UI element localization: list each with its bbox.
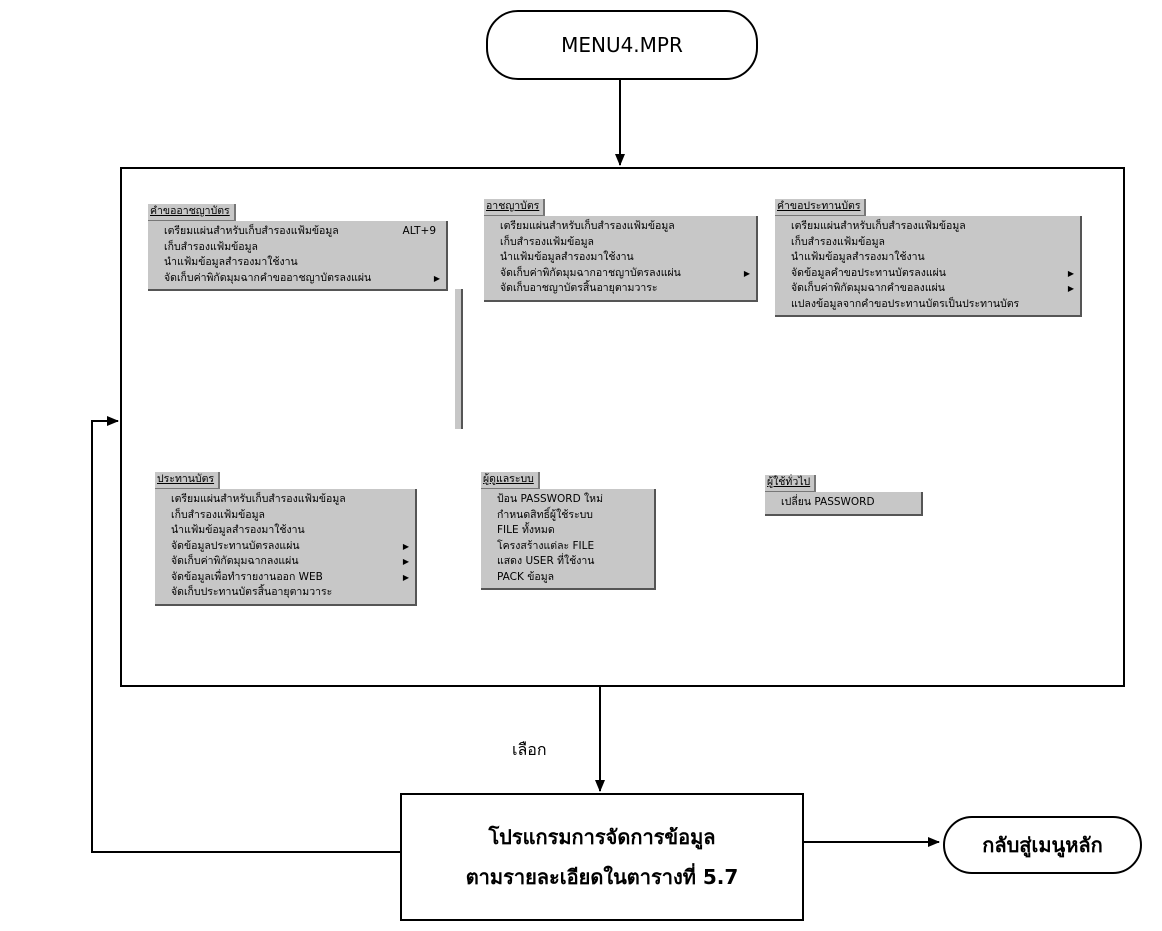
submenu-arrow-icon: ▶ (1067, 284, 1074, 293)
menu-item[interactable]: เก็บสำรองแฟ้มข้อมูล (155, 508, 415, 524)
menu-item-label: เตรียมแผ่นสำหรับเก็บสำรองแฟ้มข้อมูล (500, 220, 675, 232)
menu-item[interactable]: เก็บสำรองแฟ้มข้อมูล (148, 240, 446, 256)
menu-item-label: จัดเก็บประทานบัตรสิ้นอายุตามวาระ (171, 586, 333, 598)
menu-title[interactable]: อาชญาบัตร (484, 199, 546, 216)
menu-item-label: นำแฟ้มข้อมูลสำรองมาใช้งาน (791, 251, 925, 263)
menu-item[interactable]: จัดเก็บค่าพิกัดมุมฉากลงแผ่น ▶ (155, 554, 415, 570)
menu-system-admin: ผู้ดูแลระบบ ป้อน PASSWORD ใหม่ กำหนดสิทธ… (481, 472, 656, 590)
menu-item-label: จัดเก็บค่าพิกัดมุมฉากอาชญาบัตรลงแผ่น (500, 266, 681, 279)
menu-item-label: จัดเก็บอาชญาบัตรสิ้นอายุตามวาระ (500, 282, 658, 294)
menu-item[interactable]: PACK ข้อมูล (481, 570, 654, 586)
menu-mining-permit: อาชญาบัตร เตรียมแผ่นสำหรับเก็บสำรองแฟ้มข… (484, 199, 758, 302)
process-box: โปรแกรมการจัดการข้อมูล ตามรายละเอียดในตา… (400, 793, 804, 921)
choose-label: เลือก (512, 740, 547, 759)
menu-item-label: เตรียมแผ่นสำหรับเก็บสำรองแฟ้มข้อมูล (791, 220, 966, 232)
menu-item[interactable]: เตรียมแผ่นสำหรับเก็บสำรองแฟ้มข้อมูล (775, 219, 1080, 235)
menu-panel: ป้อน PASSWORD ใหม่ กำหนดสิทธิ์ผู้ใช้ระบบ… (481, 489, 656, 590)
menu-general-user: ผู้ใช้ทั่วไป เปลี่ยน PASSWORD (765, 475, 923, 516)
process-line-2: ตามรายละเอียดในตารางที่ 5.7 (465, 865, 739, 889)
menu-item[interactable]: จัดเก็บอาชญาบัตรสิ้นอายุตามวาระ (484, 281, 756, 297)
submenu-arrow-icon: ▶ (402, 557, 409, 566)
menu-panel: เตรียมแผ่นสำหรับเก็บสำรองแฟ้มข้อมูล ALT+… (148, 221, 448, 291)
menu-item[interactable]: เตรียมแผ่นสำหรับเก็บสำรองแฟ้มข้อมูล (484, 219, 756, 235)
menu-item[interactable]: FILE ทั้งหมด (481, 523, 654, 539)
menu-item[interactable]: เก็บสำรองแฟ้มข้อมูล (484, 235, 756, 251)
menu-item-label: เปลี่ยน PASSWORD (781, 496, 875, 508)
start-terminator: MENU4.MPR (486, 10, 758, 80)
menu-panel: เตรียมแผ่นสำหรับเก็บสำรองแฟ้มข้อมูล เก็บ… (775, 216, 1082, 317)
menu-item-shortcut: ALT+9 (402, 225, 436, 237)
submenu-arrow-icon: ▶ (743, 268, 750, 278)
menu-item[interactable]: จัดเก็บค่าพิกัดมุมฉากอาชญาบัตรลงแผ่น ▶ (484, 266, 756, 282)
menu-mining-permit-request: คำขออาชญาบัตร เตรียมแผ่นสำหรับเก็บสำรองแ… (148, 204, 448, 291)
menu-item[interactable]: นำแฟ้มข้อมูลสำรองมาใช้งาน (484, 250, 756, 266)
menu-item-label: จัดเก็บค่าพิกัดมุมฉากคำขออาชญาบัตรลงแผ่น (164, 271, 372, 284)
submenu-arrow-icon: ▶ (402, 541, 409, 551)
menu-item-label: จัดข้อมูลประทานบัตรลงแผ่น (171, 539, 300, 552)
menu-item-label: เก็บสำรองแฟ้มข้อมูล (500, 235, 594, 248)
menu-item-label: เตรียมแผ่นสำหรับเก็บสำรองแฟ้มข้อมูล (164, 225, 339, 237)
menu-item[interactable]: โครงสร้างแต่ละ FILE (481, 539, 654, 555)
menu-item-label: ป้อน PASSWORD ใหม่ (497, 493, 603, 505)
menu-item[interactable]: นำแฟ้มข้อมูลสำรองมาใช้งาน (775, 250, 1080, 266)
menu-scrollbar[interactable] (455, 289, 463, 429)
menu-item[interactable]: จัดข้อมูลประทานบัตรลงแผ่น ▶ (155, 539, 415, 555)
menu-item[interactable]: จัดเก็บค่าพิกัดมุมฉากคำขออาชญาบัตรลงแผ่น… (148, 271, 446, 287)
menu-panel: เปลี่ยน PASSWORD (765, 492, 923, 516)
menu-item[interactable]: แปลงข้อมูลจากคำขอประทานบัตรเป็นประทานบัต… (775, 297, 1080, 313)
menu-concession: ประทานบัตร เตรียมแผ่นสำหรับเก็บสำรองแฟ้ม… (155, 472, 417, 606)
menu-item-label: PACK ข้อมูล (497, 570, 555, 583)
menu-item[interactable]: กำหนดสิทธิ์ผู้ใช้ระบบ (481, 508, 654, 524)
menu-screen-frame: คำขออาชญาบัตร เตรียมแผ่นสำหรับเก็บสำรองแ… (120, 167, 1125, 687)
menu-item-label: นำแฟ้มข้อมูลสำรองมาใช้งาน (171, 524, 305, 536)
menu-item-label: จัดข้อมูลคำขอประทานบัตรลงแผ่น (791, 266, 946, 279)
menu-item-label: จัดข้อมูลเพื่อทำรายงานออก WEB (171, 570, 323, 583)
menu-item[interactable]: เก็บสำรองแฟ้มข้อมูล (775, 235, 1080, 251)
menu-title[interactable]: ประทานบัตร (155, 472, 221, 489)
menu-item[interactable]: แสดง USER ที่ใช้งาน (481, 554, 654, 570)
submenu-arrow-icon: ▶ (1067, 268, 1074, 278)
submenu-arrow-icon: ▶ (402, 572, 409, 582)
menu-concession-request: คำขอประทานบัตร เตรียมแผ่นสำหรับเก็บสำรอง… (775, 199, 1082, 317)
menu-title[interactable]: ผู้ดูแลระบบ (481, 472, 540, 489)
start-terminator-label: MENU4.MPR (561, 33, 683, 57)
end-terminator: กลับสู่เมนูหลัก (943, 816, 1142, 874)
arrow-loop-back (91, 416, 400, 853)
process-line-1: โปรแกรมการจัดการข้อมูล (488, 825, 716, 849)
menu-item[interactable]: เตรียมแผ่นสำหรับเก็บสำรองแฟ้มข้อมูล ALT+… (148, 224, 446, 240)
menu-title[interactable]: คำขอประทานบัตร (775, 199, 867, 216)
menu-item-label: เตรียมแผ่นสำหรับเก็บสำรองแฟ้มข้อมูล (171, 493, 346, 505)
menu-item-label: กำหนดสิทธิ์ผู้ใช้ระบบ (497, 508, 593, 521)
menu-item[interactable]: นำแฟ้มข้อมูลสำรองมาใช้งาน (148, 255, 446, 271)
menu-title[interactable]: ผู้ใช้ทั่วไป (765, 475, 817, 492)
menu-title[interactable]: คำขออาชญาบัตร (148, 204, 236, 221)
menu-item-label: นำแฟ้มข้อมูลสำรองมาใช้งาน (500, 251, 634, 263)
menu-item[interactable]: ป้อน PASSWORD ใหม่ (481, 492, 654, 508)
menu-item[interactable]: จัดข้อมูลเพื่อทำรายงานออก WEB ▶ (155, 570, 415, 586)
submenu-arrow-icon: ▶ (433, 273, 440, 283)
end-terminator-label: กลับสู่เมนูหลัก (982, 833, 1103, 857)
menu-item-label: จัดเก็บค่าพิกัดมุมฉากลงแผ่น (171, 555, 299, 567)
menu-item-label: โครงสร้างแต่ละ FILE (497, 539, 595, 552)
menu-item[interactable]: นำแฟ้มข้อมูลสำรองมาใช้งาน (155, 523, 415, 539)
menu-item[interactable]: จัดเก็บประทานบัตรสิ้นอายุตามวาระ (155, 585, 415, 601)
menu-item-label: เก็บสำรองแฟ้มข้อมูล (791, 235, 885, 248)
menu-panel: เตรียมแผ่นสำหรับเก็บสำรองแฟ้มข้อมูล เก็บ… (484, 216, 758, 302)
menu-item-label: เก็บสำรองแฟ้มข้อมูล (171, 508, 265, 521)
menu-item-label: แสดง USER ที่ใช้งาน (497, 555, 595, 567)
menu-item-label: แปลงข้อมูลจากคำขอประทานบัตรเป็นประทานบัต… (791, 297, 1020, 310)
menu-item-label: จัดเก็บค่าพิกัดมุมฉากคำขอลงแผ่น (791, 282, 945, 294)
menu-item-label: FILE ทั้งหมด (497, 524, 555, 536)
menu-item[interactable]: จัดเก็บค่าพิกัดมุมฉากคำขอลงแผ่น ▶ (775, 281, 1080, 297)
menu-item-label: นำแฟ้มข้อมูลสำรองมาใช้งาน (164, 256, 298, 268)
menu-item[interactable]: เตรียมแผ่นสำหรับเก็บสำรองแฟ้มข้อมูล (155, 492, 415, 508)
menu-item[interactable]: จัดข้อมูลคำขอประทานบัตรลงแผ่น ▶ (775, 266, 1080, 282)
menu-item[interactable]: เปลี่ยน PASSWORD (765, 495, 921, 511)
menu-item-label: เก็บสำรองแฟ้มข้อมูล (164, 240, 258, 253)
menu-panel: เตรียมแผ่นสำหรับเก็บสำรองแฟ้มข้อมูล เก็บ… (155, 489, 417, 606)
